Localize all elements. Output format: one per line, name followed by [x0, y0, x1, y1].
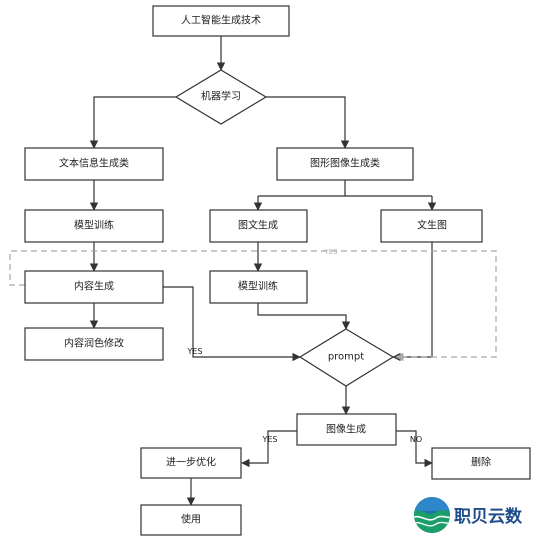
edges	[9, 36, 497, 506]
node-label: 内容润色修改	[64, 337, 124, 350]
node-label: 图像生成	[326, 423, 366, 436]
edge-labels: YES YES YES NO	[186, 248, 422, 444]
node-further-optimize: 进一步优化	[140, 447, 242, 479]
node-label: 模型训练	[238, 280, 278, 293]
node-label: 模型训练	[74, 219, 114, 232]
node-use: 使用	[140, 504, 242, 536]
edge-ml-to-text-class	[89, 96, 176, 149]
edge-image-gen-to-delete	[396, 430, 433, 468]
node-model-training-left: 模型训练	[24, 209, 164, 243]
node-text-to-image: 文生图	[380, 209, 483, 243]
node-label: 使用	[181, 513, 201, 526]
edge-text-to-image-to-prompt	[392, 242, 433, 362]
edge-dashed-loop	[9, 250, 497, 362]
node-machine-learning: 机器学习	[174, 69, 268, 125]
edge-model-right-to-prompt	[257, 303, 351, 330]
edge-content-gen-to-prompt	[163, 286, 301, 362]
node-image-text-gen: 图文生成	[209, 209, 308, 243]
node-label: 文本信息生成类	[59, 157, 129, 170]
node-label: 机器学习	[201, 90, 241, 103]
edge-label-yes-optimize: YES	[261, 435, 277, 444]
edge-label-yes-dashed: YES	[323, 248, 338, 256]
node-image-gen-class: 图形图像生成类	[276, 147, 414, 181]
node-content-polish: 内容润色修改	[24, 327, 164, 361]
node-ai-gen-tech: 人工智能生成技术	[152, 5, 290, 37]
node-label: 删除	[471, 456, 491, 469]
node-label: 图形图像生成类	[310, 157, 380, 170]
brand-watermark: 职贝云数	[414, 497, 523, 533]
node-label: 图文生成	[238, 219, 278, 232]
edge-image-gen-to-optimize	[241, 430, 297, 468]
node-label: 进一步优化	[166, 456, 216, 469]
node-prompt: prompt	[298, 328, 395, 387]
brand-name: 职贝云数	[454, 506, 523, 527]
node-label: 文生图	[417, 219, 447, 232]
node-content-gen: 内容生成	[24, 270, 164, 304]
node-text-gen-class: 文本信息生成类	[24, 147, 164, 181]
node-label: prompt	[328, 352, 364, 363]
wave-globe-logo-icon	[414, 497, 450, 533]
edge-label-no-delete: NO	[410, 435, 422, 444]
node-delete: 删除	[431, 447, 531, 480]
node-model-training-right: 模型训练	[209, 270, 308, 304]
node-image-gen: 图像生成	[296, 413, 397, 446]
node-label: 人工智能生成技术	[181, 14, 261, 27]
node-label: 内容生成	[74, 280, 114, 293]
edge-ml-to-image-class	[266, 96, 350, 149]
edge-label-yes-content: YES	[186, 347, 202, 356]
edge-image-class-to-branches	[257, 180, 433, 210]
